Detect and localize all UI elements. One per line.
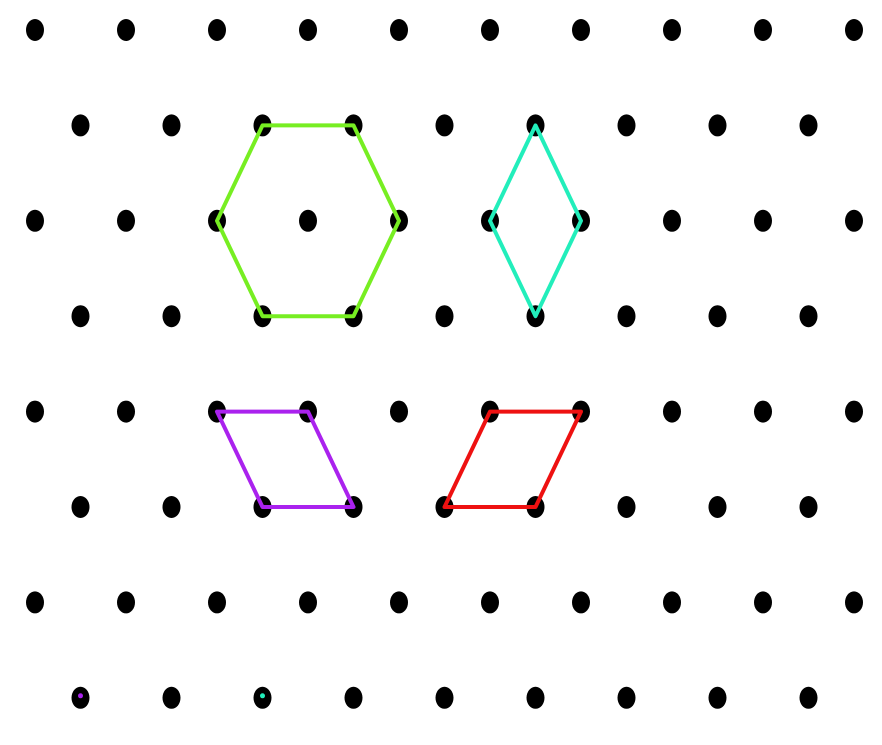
grid-dot xyxy=(754,209,772,232)
grid-dot xyxy=(26,19,44,41)
grid-dot xyxy=(71,114,90,137)
purple-parallelogram xyxy=(215,409,356,509)
grid-dot xyxy=(117,19,135,41)
red-parallelogram xyxy=(442,409,583,509)
grid-dot xyxy=(572,591,590,614)
grid-dot xyxy=(708,496,727,518)
grid-dot xyxy=(799,305,818,328)
teal-marker-dot xyxy=(260,693,265,699)
grid-dot xyxy=(617,114,636,137)
grid-dot xyxy=(799,686,818,709)
grid-dot xyxy=(526,686,545,709)
grid-dot xyxy=(162,114,181,137)
grid-dot xyxy=(754,400,772,423)
grid-dot xyxy=(435,305,454,328)
grid-dot xyxy=(117,591,135,614)
grid-dot xyxy=(572,19,590,41)
grid-dot xyxy=(26,591,44,614)
grid-dot xyxy=(71,305,90,328)
grid-dot xyxy=(663,19,681,41)
grid-dot xyxy=(208,19,226,41)
grid-dot xyxy=(845,400,863,423)
grid-dot xyxy=(708,305,727,328)
grid-dot xyxy=(481,19,499,41)
green-hexagon xyxy=(215,123,401,319)
grid-dot xyxy=(435,686,454,709)
grid-dot xyxy=(26,209,44,232)
grid-dot xyxy=(435,114,454,137)
grid-dot xyxy=(845,19,863,41)
marker-dots xyxy=(78,693,265,699)
shapes xyxy=(215,123,583,509)
grid-dot xyxy=(390,19,408,41)
grid-dot xyxy=(481,591,499,614)
purple-marker-dot xyxy=(78,693,83,699)
grid-dot xyxy=(344,686,363,709)
grid-dot xyxy=(845,209,863,232)
grid-dot xyxy=(299,209,317,232)
grid-dot xyxy=(754,19,772,41)
grid-dot xyxy=(708,114,727,137)
grid-dot xyxy=(117,400,135,423)
grid-dot xyxy=(799,114,818,137)
grid-dots xyxy=(26,19,863,709)
grid-dot xyxy=(390,591,408,614)
grid-dot xyxy=(663,400,681,423)
grid-dot xyxy=(162,305,181,328)
grid-dot xyxy=(617,305,636,328)
grid-dot xyxy=(71,496,90,518)
grid-dot xyxy=(162,496,181,518)
grid-dot xyxy=(799,496,818,518)
grid-dot xyxy=(663,209,681,232)
grid-dot xyxy=(26,400,44,423)
grid-dot xyxy=(617,686,636,709)
grid-dot xyxy=(754,591,772,614)
grid-dot xyxy=(162,686,181,709)
grid-dot xyxy=(617,496,636,518)
grid-dot xyxy=(390,400,408,423)
grid-dot xyxy=(117,209,135,232)
grid-dot xyxy=(299,591,317,614)
grid-dot xyxy=(208,591,226,614)
teal-rhombus xyxy=(488,123,583,319)
grid-dot xyxy=(708,686,727,709)
grid-dot xyxy=(663,591,681,614)
grid-dot xyxy=(299,19,317,41)
grid-dot xyxy=(845,591,863,614)
